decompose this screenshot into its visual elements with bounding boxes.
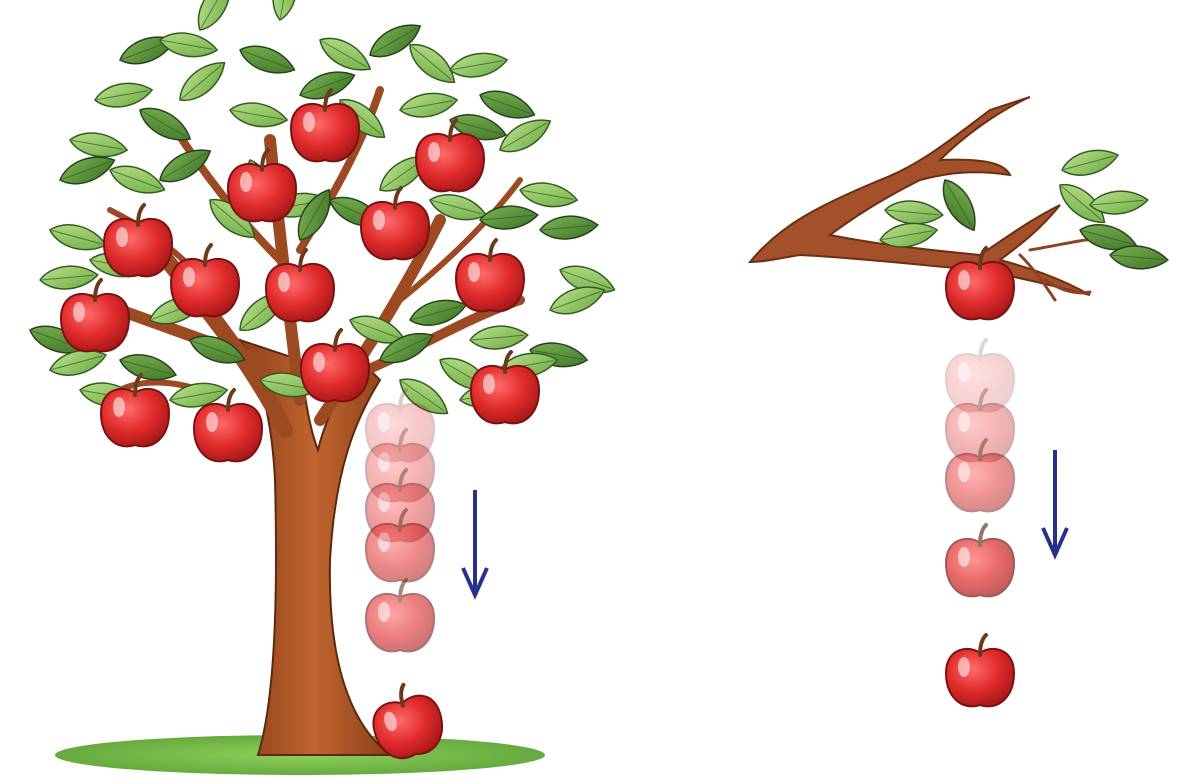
apple-branch (747, 96, 1170, 709)
apple (226, 148, 298, 224)
down-arrow-icon (1041, 448, 1069, 557)
leaf (227, 98, 290, 132)
leaf (92, 78, 155, 112)
leaf (157, 28, 220, 62)
leaf (46, 218, 110, 257)
branch-main (747, 96, 1091, 296)
leaf (172, 53, 233, 110)
falling-apple (944, 633, 1016, 709)
leaf (313, 29, 377, 80)
leaf (189, 0, 240, 37)
apple (59, 278, 131, 354)
down-arrow-icon (461, 488, 489, 597)
apple-tree (25, 0, 620, 775)
apple (102, 203, 174, 279)
falling-apple (944, 523, 1016, 599)
falling-apple-sequence-right (944, 338, 1016, 709)
apple (454, 238, 526, 314)
leaf (105, 158, 170, 202)
falling-apple-sequence-left (364, 388, 436, 654)
leaf (397, 88, 460, 122)
leaf (468, 322, 530, 352)
leaf (538, 212, 600, 242)
falling-apple (364, 578, 436, 654)
apple (359, 186, 431, 262)
leaf (447, 48, 510, 82)
leaf (235, 38, 300, 82)
apple (299, 328, 371, 404)
tree-trunk (237, 338, 393, 756)
leaf (38, 262, 100, 292)
leaf (478, 202, 540, 232)
leaf (517, 178, 580, 212)
leaf (402, 35, 463, 92)
leaf (268, 0, 302, 23)
